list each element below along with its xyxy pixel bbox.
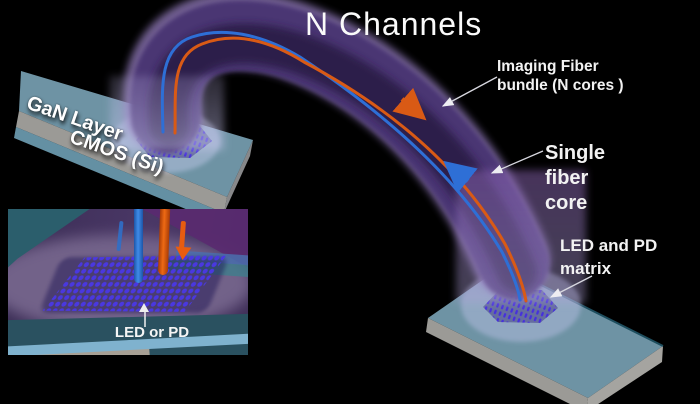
left-chip-right-face <box>224 140 253 213</box>
right-chip-side-face <box>426 318 588 404</box>
page-title: N Channels <box>305 6 483 42</box>
orange-direction-arrow <box>392 87 427 121</box>
arrow-to-fiber-core <box>490 150 544 174</box>
arrow-to-matrix <box>549 275 593 298</box>
annotation-arrows <box>441 76 593 298</box>
label-led-pd-matrix: LED and PD matrix <box>560 236 658 278</box>
blue-direction-arrow <box>443 160 478 193</box>
inset-caption-arrow-head <box>139 303 149 312</box>
right-landing-cylinder <box>456 170 586 303</box>
inset-blue-fiber <box>134 209 143 283</box>
fiber-core-orange-line <box>173 36 528 303</box>
inset-caption: LED or PD <box>114 324 190 341</box>
fiber-core-blue-line <box>160 30 522 302</box>
left-chip-side-face <box>16 111 227 213</box>
left-chip-bottom-strip <box>14 127 224 224</box>
inset-caption-arrow-stem <box>144 312 146 327</box>
inset-magnified-view: LED or PD <box>8 209 248 355</box>
inset-orange-arrow-head <box>174 246 192 261</box>
arrow-to-bundle <box>441 76 498 107</box>
left-landing-cylinder <box>110 76 224 150</box>
label-single-fiber-core: Single fiber core <box>545 142 606 214</box>
label-imaging-fiber-bundle: Imaging Fiber bundle (N cores ) <box>497 58 624 94</box>
right-chip-east-face <box>587 346 663 404</box>
